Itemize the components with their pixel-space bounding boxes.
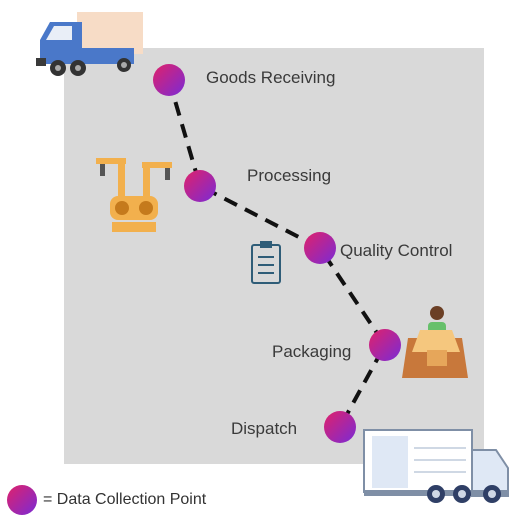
clipboard-checklist-icon — [251, 241, 281, 284]
stage-label-packaging: Packaging — [272, 342, 352, 361]
packing-worker-icon — [402, 306, 468, 378]
delivery-truck-icon — [36, 12, 143, 76]
data-point-quality-control — [304, 232, 336, 264]
stage-label-dispatch: Dispatch — [231, 419, 298, 438]
stage-label-goods-receiving: Goods Receiving — [206, 68, 336, 87]
data-point-dispatch — [324, 411, 356, 443]
data-point-packaging — [369, 329, 401, 361]
process-path — [167, 79, 388, 428]
data-point-goods-receiving — [153, 64, 185, 96]
data-point-icon — [7, 485, 37, 515]
legend-text: = Data Collection Point — [43, 491, 207, 508]
stage-label-quality-control: Quality Control — [340, 241, 453, 260]
lorry-icon — [363, 429, 509, 503]
stage-label-processing: Processing — [247, 166, 332, 185]
data-point-processing — [184, 170, 216, 202]
robotic-arms-icon — [96, 158, 172, 232]
